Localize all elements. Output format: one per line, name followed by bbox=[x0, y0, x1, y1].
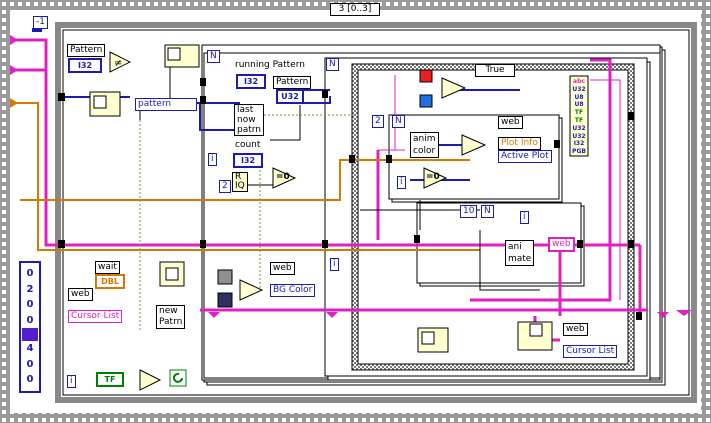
animate: ani mate bbox=[505, 240, 535, 266]
web-right-indicator: web bbox=[548, 237, 575, 252]
cluster-types: abc U32 U8 U8 TF TF U32 U32 I32 PGB bbox=[570, 78, 588, 156]
constant-ten: 10 bbox=[460, 205, 478, 218]
iteration-label-5: i bbox=[67, 375, 76, 388]
running-pattern-type: I32 bbox=[236, 74, 266, 89]
pattern-u32-type: U32 bbox=[276, 89, 304, 104]
last-now-patrn: last now patrn bbox=[234, 104, 265, 136]
subvi-icon-1 bbox=[89, 91, 121, 117]
cluster-type: U8 bbox=[574, 101, 584, 109]
web-bg: web bbox=[270, 262, 295, 275]
stop-terminal-icon bbox=[169, 369, 187, 387]
case-selector[interactable]: True bbox=[475, 64, 515, 77]
wait-label: wait bbox=[95, 261, 120, 274]
cluster-type: I32 bbox=[573, 140, 585, 148]
iteration-label-3: i bbox=[397, 176, 406, 189]
iteration-label-2: i bbox=[330, 258, 339, 271]
compare-node-eq0-b bbox=[423, 167, 448, 189]
eq-zero-a: =0 bbox=[276, 172, 290, 182]
cluster-type: TF bbox=[574, 109, 584, 117]
compare-node-select-2 bbox=[461, 134, 487, 156]
outer-iteration-label: -1 bbox=[33, 16, 48, 29]
plot-info: Plot Info bbox=[498, 137, 541, 150]
wait-type[interactable]: DBL bbox=[95, 274, 125, 289]
while-loop-frame bbox=[55, 22, 697, 403]
bg-color: BG Color bbox=[270, 284, 316, 297]
cluster-type: PGB bbox=[572, 148, 586, 156]
loop-count-1: N bbox=[207, 50, 220, 63]
web-cursor-right: web bbox=[563, 323, 588, 336]
cluster-type: U8 bbox=[574, 93, 584, 101]
web-plot: web bbox=[498, 116, 523, 129]
shift-register-icons bbox=[10, 35, 692, 318]
array-constant-frame bbox=[19, 261, 41, 393]
compare-node-eq0-a bbox=[272, 167, 297, 189]
cursor-list-right: Cursor List bbox=[563, 345, 618, 358]
compare-node-select-bg bbox=[239, 279, 264, 301]
array-value: 0 bbox=[26, 358, 34, 370]
eq-zero-b: =0 bbox=[426, 172, 440, 182]
subvi-icon-4 bbox=[517, 321, 553, 351]
subvi-icon-3 bbox=[417, 327, 449, 353]
pattern-control-label: Pattern bbox=[67, 44, 106, 57]
svg-text:≠: ≠ bbox=[114, 58, 122, 69]
array-values: 0 2 0 0 4 0 0 bbox=[22, 266, 38, 388]
array-value: 0 bbox=[26, 299, 34, 310]
pattern-u32-label: Pattern bbox=[273, 76, 312, 89]
tf-constant[interactable]: TF bbox=[96, 372, 124, 387]
anim-color: anim color bbox=[410, 132, 439, 158]
color-constant-gray bbox=[217, 269, 233, 285]
compare-node-select-1 bbox=[441, 77, 467, 99]
web-cursor-left: web bbox=[68, 288, 93, 301]
loop-count-3: N bbox=[392, 115, 405, 128]
cluster-type: U32 bbox=[572, 132, 586, 140]
new-patrn: new Patrn bbox=[156, 305, 186, 329]
not-node bbox=[139, 369, 162, 391]
iteration-label-4: i bbox=[520, 211, 529, 224]
subvi-icon-2 bbox=[164, 44, 200, 68]
array-value: 4 bbox=[26, 343, 34, 354]
cursor-list-left: Cursor List bbox=[68, 310, 123, 323]
running-pattern-label: running Pattern bbox=[235, 60, 305, 70]
quotient-node: R IQ bbox=[232, 172, 248, 192]
iteration-label-1: i bbox=[208, 153, 217, 166]
pattern-function: pattern bbox=[135, 98, 197, 111]
array-value: 2 bbox=[26, 283, 34, 295]
loop-count-2: N bbox=[326, 58, 339, 71]
cluster-type: TF bbox=[574, 116, 584, 124]
pattern-control-type[interactable]: I32 bbox=[68, 58, 102, 73]
sequence-selector[interactable]: 3 [0..3] bbox=[330, 3, 380, 16]
array-value: 0 bbox=[26, 314, 34, 326]
constant-two-b: 2 bbox=[372, 115, 384, 128]
color-constant-blue bbox=[419, 94, 433, 108]
array-value bbox=[22, 328, 38, 341]
color-constant-red bbox=[419, 69, 433, 83]
cluster-type: abc bbox=[573, 78, 585, 85]
active-plot: Active Plot bbox=[498, 150, 552, 163]
compare-node-neq: ≠ bbox=[109, 51, 132, 73]
cluster-type: U32 bbox=[572, 85, 586, 93]
color-constant-navy bbox=[217, 292, 233, 308]
loop-count-4: N bbox=[481, 205, 494, 218]
constant-two-a: 2 bbox=[219, 180, 231, 193]
cluster-type: U32 bbox=[572, 124, 586, 132]
bundle-node bbox=[569, 75, 589, 157]
count-type: I32 bbox=[233, 153, 263, 168]
count-label: count bbox=[235, 140, 261, 150]
array-value: 0 bbox=[26, 268, 34, 279]
array-value: 0 bbox=[26, 374, 34, 385]
